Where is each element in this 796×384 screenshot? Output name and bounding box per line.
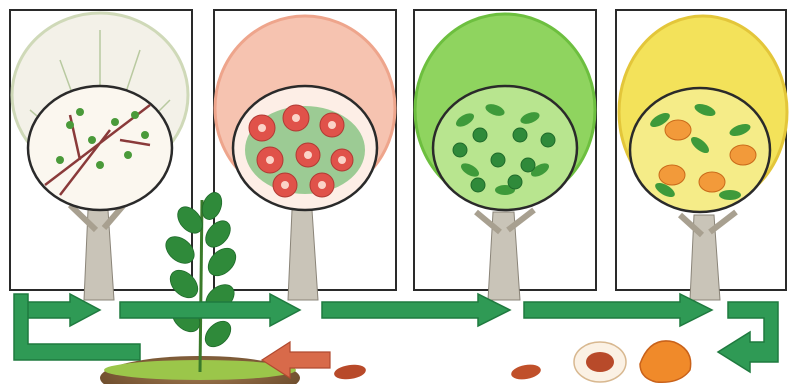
stage-panel-ripe-fruit: [616, 10, 787, 300]
return-arrow-right: [718, 302, 778, 372]
halved-fruit-icon: [574, 341, 691, 382]
flow-arrow: [524, 294, 712, 326]
stage-panel-flowering: [214, 10, 396, 300]
stage-panel-buds: [10, 10, 192, 300]
buds-closeup: [28, 86, 172, 210]
stage-panel-green-fruit: [414, 10, 596, 300]
flow-arrow: [322, 294, 510, 326]
seed-icon: [333, 363, 542, 382]
